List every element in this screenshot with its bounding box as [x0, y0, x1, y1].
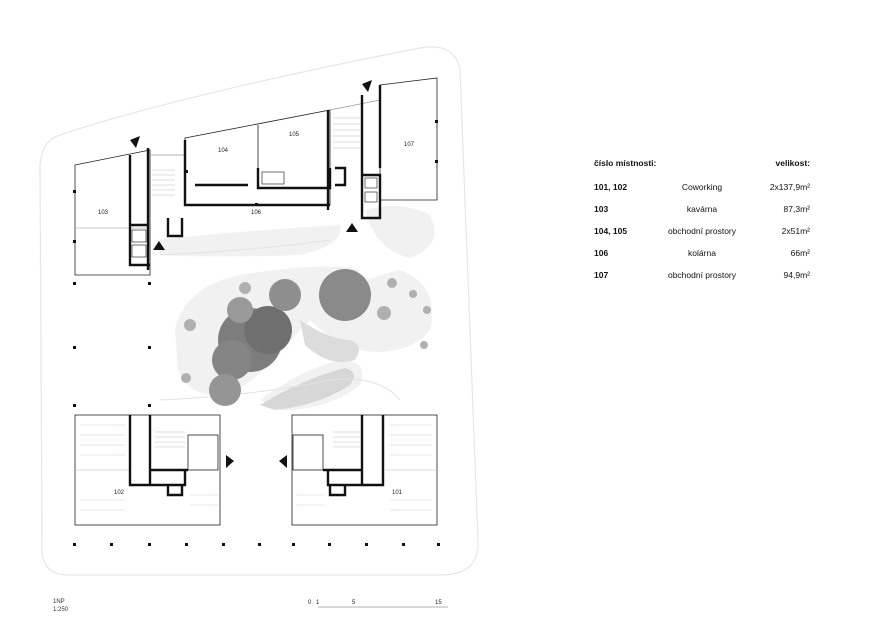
room-label-104: 104 — [218, 148, 229, 154]
south-east-walls — [323, 415, 385, 497]
legend-header-size: velikost: — [775, 158, 811, 168]
room-label-107: 107 — [404, 142, 415, 148]
scale-label-15: 15 — [435, 600, 442, 606]
room-label-102: 102 — [114, 490, 125, 496]
legend-row: 101, 102 Coworking 2x137,9m² — [594, 176, 810, 198]
room-legend: číslo místnosti: velikost: 101, 102 Cowo… — [594, 152, 810, 286]
entrance-arrows — [130, 80, 372, 468]
courtyard-lawn — [260, 320, 359, 410]
scale-label-1: 1 — [316, 600, 320, 606]
legend-use: kavárna — [686, 204, 718, 214]
small-shrubs — [181, 278, 431, 383]
room-label-106: 106 — [251, 210, 262, 216]
columns — [73, 120, 440, 546]
legend-row: 103 kavárna 87,3m² — [594, 198, 810, 220]
desks — [80, 424, 432, 511]
legend-size: 66m² — [790, 248, 810, 258]
room-label-103: 103 — [98, 210, 109, 216]
entrance-arrow — [226, 455, 234, 468]
entrance-arrow — [279, 455, 287, 468]
room-label-105: 105 — [289, 132, 300, 138]
legend-row: 104, 105 obchodní prostory 2x51m² — [594, 220, 810, 242]
entrance-arrow — [153, 241, 165, 250]
legend-room: 106 — [594, 248, 609, 258]
room-label-101: 101 — [392, 490, 403, 496]
legend-row: 107 obchodní prostory 94,9m² — [594, 264, 810, 286]
scale-label-5: 5 — [352, 600, 356, 606]
legend-room: 107 — [594, 270, 609, 280]
legend-use: obchodní prostory — [667, 226, 737, 236]
legend-header: číslo místnosti: velikost: — [594, 152, 810, 174]
scale-bar: 0 1 5 15 — [308, 600, 448, 608]
legend-use: obchodní prostory — [667, 270, 737, 280]
legend-size: 94,9m² — [783, 270, 810, 280]
entrance-arrow — [130, 136, 140, 148]
north-toilets — [131, 171, 378, 258]
legend-header-room: číslo místnosti: — [594, 158, 657, 168]
legend-row: 106 kolárna 66m² — [594, 242, 810, 264]
drawing-scale: 1:250 — [53, 607, 69, 613]
south-east-building — [291, 414, 438, 526]
floor-name: 1NP — [53, 599, 65, 605]
tree-canopies — [209, 269, 371, 406]
legend-room: 104, 105 — [594, 226, 628, 236]
legend-size: 2x51m² — [781, 226, 810, 236]
legend-size: 87,3m² — [783, 204, 810, 214]
entrance-arrow — [346, 223, 358, 232]
legend-size: 2x137,9m² — [769, 182, 810, 192]
scale-label-0: 0 — [308, 600, 312, 606]
stairs — [152, 117, 360, 448]
legend-use: Coworking — [681, 182, 723, 192]
south-west-walls — [128, 415, 188, 497]
legend-room: 101, 102 — [594, 182, 628, 192]
legend-room: 103 — [594, 204, 609, 214]
legend-use: kolárna — [688, 248, 716, 258]
courtyard-paths — [159, 239, 401, 401]
north-walls — [128, 85, 382, 270]
floor-scale-label: 1NP 1:250 — [53, 598, 68, 614]
south-west-building — [74, 414, 221, 526]
entrance-arrow — [362, 80, 372, 92]
